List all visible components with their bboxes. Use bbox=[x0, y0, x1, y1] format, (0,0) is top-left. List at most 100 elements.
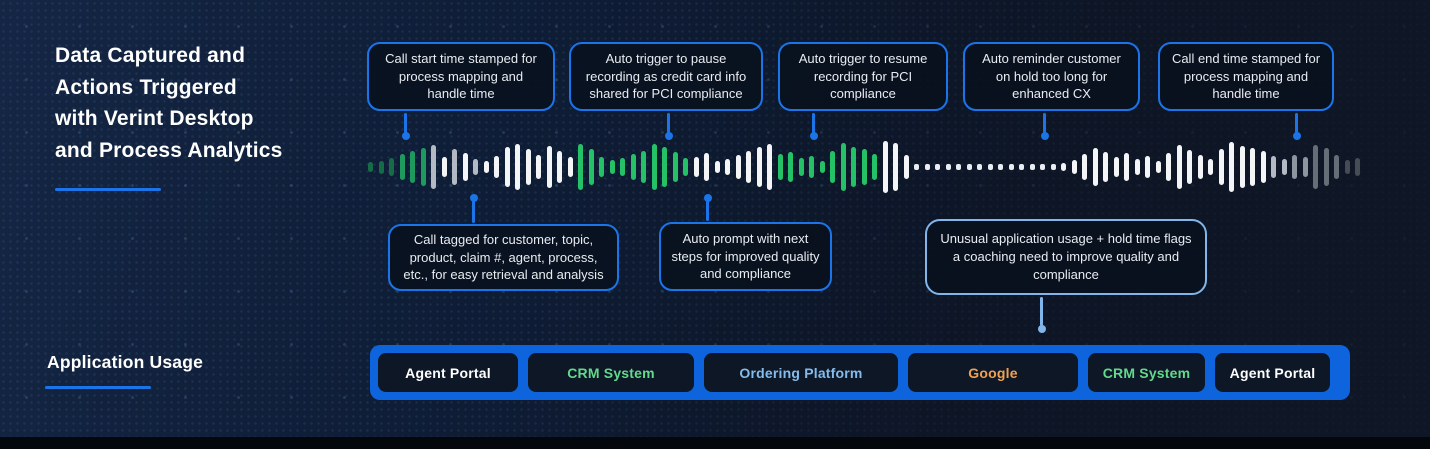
callout-call-tagged: Call tagged for customer, topic, product… bbox=[388, 224, 619, 291]
app-tile-crm-system: CRM System bbox=[528, 353, 694, 392]
waveform-bar bbox=[588, 149, 594, 185]
title-line: Data Captured and bbox=[55, 44, 246, 67]
waveform-bar bbox=[651, 144, 657, 190]
callout-pause-recording: Auto trigger to pause recording as credi… bbox=[569, 42, 763, 111]
waveform-bar bbox=[714, 161, 720, 173]
waveform-bar bbox=[683, 158, 688, 176]
waveform-bar bbox=[1134, 159, 1140, 175]
waveform-bar bbox=[693, 157, 699, 177]
waveform-hold-dot bbox=[1029, 164, 1035, 170]
waveform-hold-dot bbox=[935, 164, 940, 170]
waveform-bar bbox=[872, 154, 877, 180]
audio-waveform bbox=[368, 112, 1360, 222]
waveform-bar bbox=[1092, 148, 1098, 186]
waveform-bar bbox=[567, 157, 573, 177]
title-line: Actions Triggered bbox=[55, 75, 237, 99]
waveform-hold-dot bbox=[945, 164, 951, 170]
waveform-bar bbox=[609, 160, 615, 174]
waveform-hold-dot bbox=[966, 164, 972, 170]
connector-line bbox=[1292, 113, 1301, 140]
waveform-bar bbox=[1187, 150, 1192, 184]
connector-dot bbox=[703, 194, 712, 202]
application-usage-underline bbox=[45, 386, 151, 389]
waveform-bar bbox=[483, 161, 489, 173]
waveform-bar bbox=[1355, 158, 1360, 176]
connector-dot bbox=[401, 132, 410, 140]
waveform-bar bbox=[1281, 159, 1287, 175]
app-tile-ordering-platform: Ordering Platform bbox=[704, 353, 898, 392]
application-usage-label: Application Usage bbox=[47, 352, 204, 372]
connector-line bbox=[1037, 297, 1046, 333]
waveform-bar bbox=[756, 147, 762, 187]
waveform-bar bbox=[410, 151, 415, 183]
waveform-bar bbox=[515, 144, 520, 190]
bottom-edge-strip bbox=[0, 437, 1430, 449]
waveform-bar bbox=[1208, 159, 1213, 175]
waveform-bar bbox=[1061, 163, 1066, 171]
waveform-bar bbox=[1292, 155, 1297, 179]
waveform-hold-dot bbox=[1019, 164, 1024, 170]
waveform-bar bbox=[809, 156, 814, 178]
waveform-bar bbox=[1197, 155, 1203, 179]
waveform-hold-dot bbox=[1040, 164, 1045, 170]
connector-line bbox=[401, 113, 410, 140]
waveform-bar bbox=[798, 158, 804, 176]
waveform-bar bbox=[1218, 149, 1224, 185]
waveform-bar bbox=[525, 149, 531, 185]
callout-call-end: Call end time stamped for process mappin… bbox=[1158, 42, 1334, 111]
waveform-bar bbox=[788, 152, 793, 182]
waveform-bar bbox=[893, 143, 898, 191]
waveform-hold-dot bbox=[1008, 164, 1014, 170]
waveform-bar bbox=[473, 159, 478, 175]
waveform-bar bbox=[1155, 161, 1161, 173]
waveform-bar bbox=[1313, 145, 1318, 189]
connector-dot bbox=[1037, 325, 1046, 333]
waveform-bar bbox=[462, 153, 468, 181]
waveform-bar bbox=[557, 151, 562, 183]
waveform-bar bbox=[830, 151, 835, 183]
waveform-bar bbox=[735, 155, 741, 179]
title-line: and Process Analytics bbox=[55, 138, 283, 162]
waveform-bar bbox=[1250, 148, 1255, 186]
app-tile-agent-portal: Agent Portal bbox=[378, 353, 518, 392]
app-tile-agent-portal: Agent Portal bbox=[1215, 353, 1330, 392]
waveform-bar bbox=[1271, 156, 1276, 178]
connector-line bbox=[469, 194, 478, 223]
connector-line bbox=[809, 113, 818, 140]
waveform-hold-dot bbox=[987, 164, 993, 170]
waveform-bar bbox=[1344, 160, 1350, 174]
waveform-hold-dot bbox=[956, 164, 961, 170]
page-title: Data Captured and Actions Triggered with… bbox=[55, 40, 355, 166]
connector-line bbox=[664, 113, 673, 140]
waveform-bar bbox=[641, 151, 646, 183]
waveform-hold-dot bbox=[924, 164, 930, 170]
waveform-bar bbox=[546, 146, 552, 188]
waveform-bar bbox=[599, 157, 604, 177]
connector-dot bbox=[664, 132, 673, 140]
waveform-bar bbox=[378, 160, 384, 174]
connector-dot bbox=[1292, 132, 1301, 140]
callout-auto-prompt: Auto prompt with next steps for improved… bbox=[659, 222, 832, 291]
waveform-bar bbox=[1302, 157, 1308, 177]
callout-resume-recording: Auto trigger to resume recording for PCI… bbox=[778, 42, 948, 111]
waveform-bar bbox=[620, 158, 625, 176]
waveform-bar bbox=[536, 155, 541, 179]
waveform-bar bbox=[1113, 157, 1119, 177]
waveform-bar bbox=[851, 147, 856, 187]
connector-dot bbox=[809, 132, 818, 140]
title-line: with Verint Desktop bbox=[55, 107, 254, 130]
waveform-bar bbox=[704, 153, 709, 181]
waveform-bar bbox=[452, 149, 457, 185]
callout-hold-reminder: Auto reminder customer on hold too long … bbox=[963, 42, 1140, 111]
connector-line bbox=[1040, 113, 1049, 140]
app-tile-crm-system: CRM System bbox=[1088, 353, 1205, 392]
waveform-hold-dot bbox=[977, 164, 982, 170]
waveform-bar bbox=[1334, 155, 1339, 179]
waveform-bar bbox=[630, 154, 636, 180]
waveform-bar bbox=[746, 151, 751, 183]
callout-call-start: Call start time stamped for process mapp… bbox=[367, 42, 555, 111]
waveform-bar bbox=[494, 156, 499, 178]
waveform-bar bbox=[725, 159, 730, 175]
waveform-hold-dot bbox=[998, 164, 1003, 170]
